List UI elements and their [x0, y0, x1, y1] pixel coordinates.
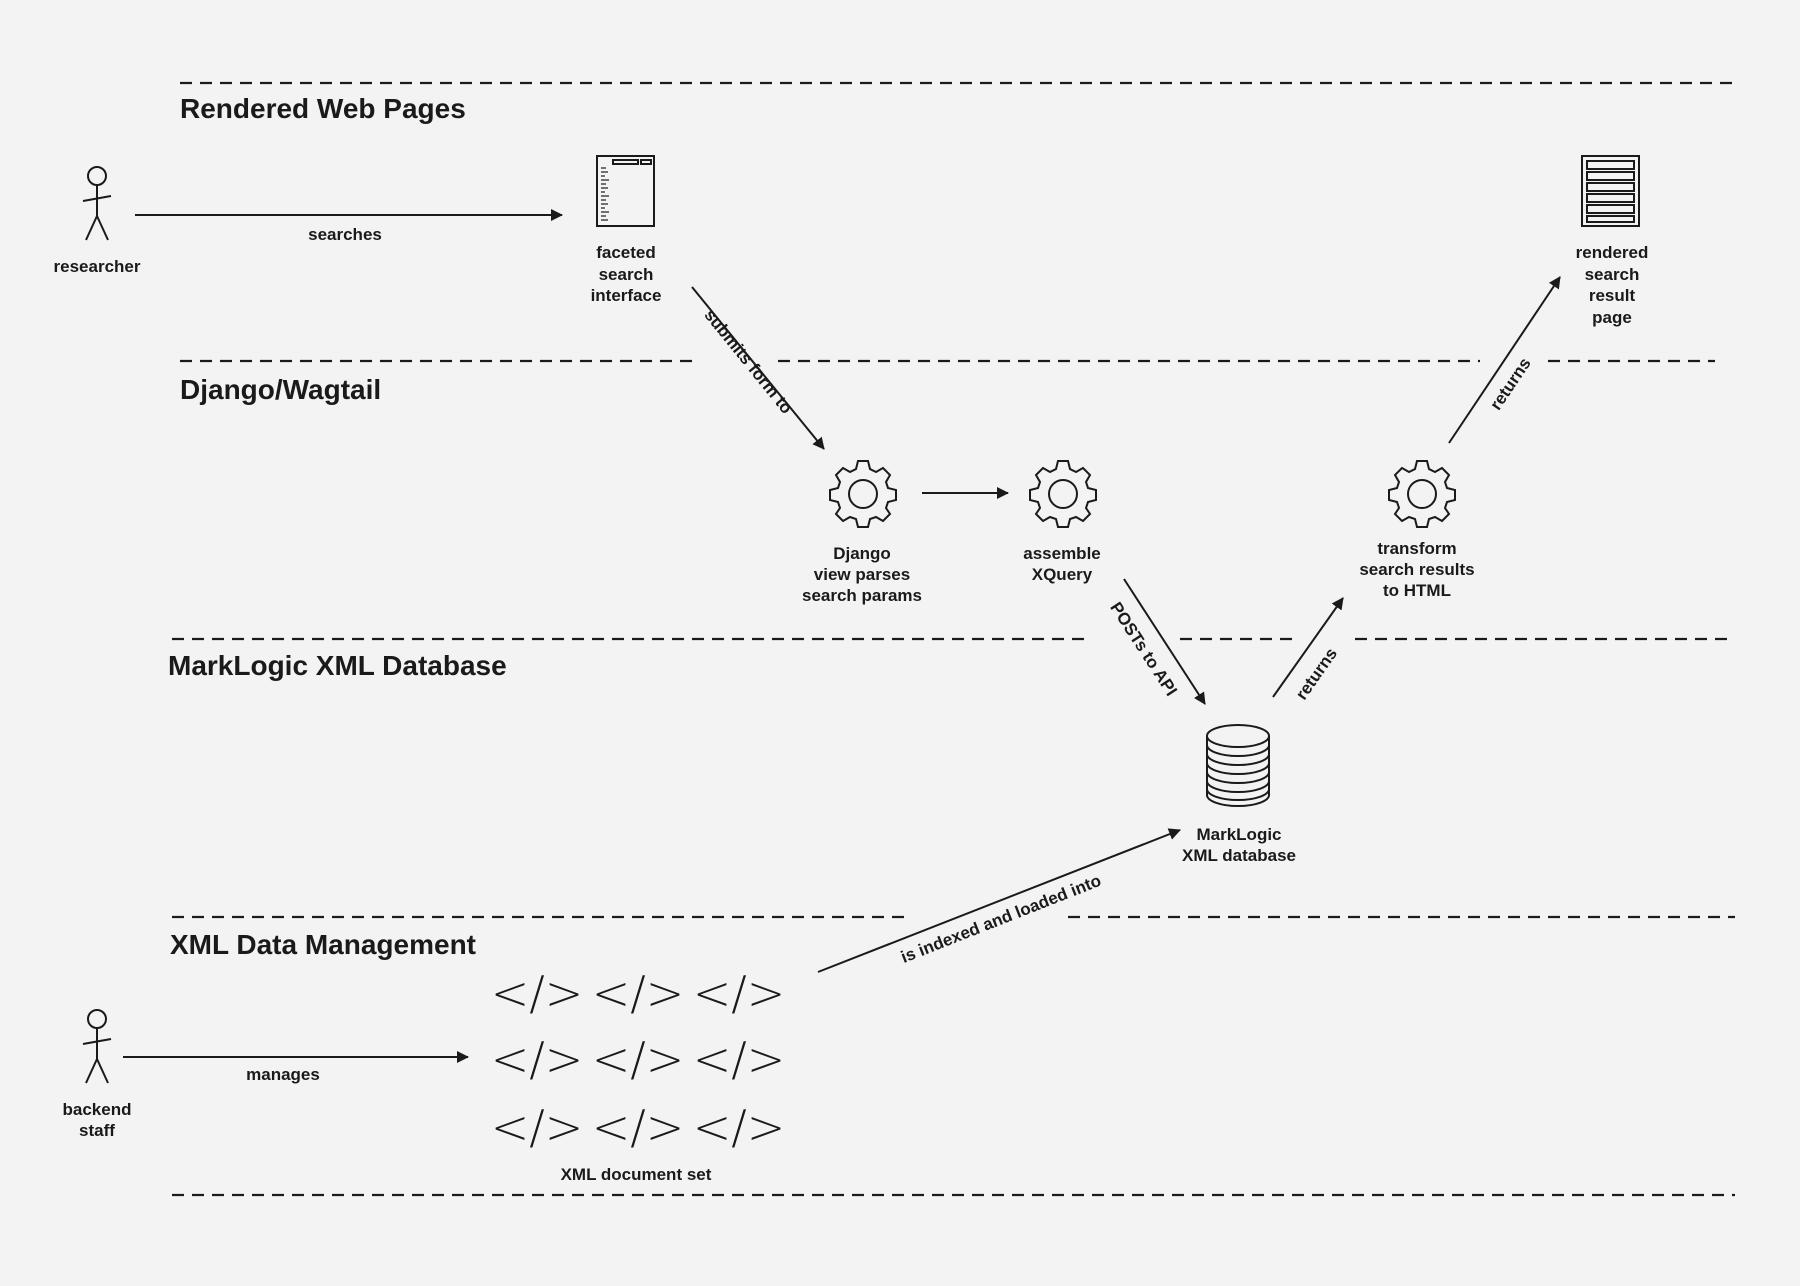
django-view-label-3: search params — [802, 586, 922, 605]
django-view-label-2: view parses — [814, 565, 910, 584]
rendered-result-label-1: rendered — [1576, 243, 1649, 262]
person-icon — [82, 166, 112, 241]
assemble-xquery-label-2: XQuery — [1032, 565, 1093, 584]
svg-text:</>: </> — [592, 966, 685, 1020]
transform-label-3: to HTML — [1383, 581, 1451, 600]
lane-title-django-wagtail: Django/Wagtail — [180, 374, 381, 405]
svg-text:</>: </> — [491, 1100, 584, 1154]
django-view-label-1: Django — [833, 544, 891, 563]
edge-submits: submits form to — [691, 286, 825, 450]
researcher-node: researcher — [54, 166, 141, 276]
result-page-icon — [1581, 155, 1640, 227]
rendered-result-node: rendered search result page — [1576, 155, 1649, 327]
edge-label-returns-db: returns — [1292, 644, 1341, 703]
database-icon — [1206, 724, 1270, 807]
lane-title-marklogic: MarkLogic XML Database — [168, 650, 507, 681]
search-page-icon — [596, 155, 655, 227]
xml-docs-label: XML document set — [561, 1165, 712, 1184]
transform-label-2: search results — [1359, 560, 1474, 579]
edge-label-returns-page: returns — [1486, 354, 1535, 413]
svg-text:</>: </> — [693, 1032, 786, 1086]
svg-text:</>: </> — [491, 966, 584, 1020]
edge-label-manages: manages — [246, 1065, 320, 1084]
svg-text:</>: </> — [693, 1100, 786, 1154]
edge-searches: searches — [135, 209, 563, 244]
gear-icon — [1029, 460, 1097, 528]
backend-staff-node: backend staff — [63, 1009, 132, 1140]
xml-docs-node: </> </> </> </> </> </> </> </> </> XML … — [491, 966, 786, 1184]
faceted-search-node: faceted search interface — [591, 155, 662, 305]
faceted-search-label-2: search — [599, 265, 654, 284]
gear-icon — [1388, 460, 1456, 528]
lane-title-rendered-web-pages: Rendered Web Pages — [180, 93, 466, 124]
rendered-result-label-2: search — [1585, 265, 1640, 284]
marklogic-db-label-2: XML database — [1182, 846, 1296, 865]
assemble-xquery-node: assemble XQuery — [1023, 460, 1101, 584]
backend-staff-label-1: backend — [63, 1100, 132, 1119]
edge-returns-db: returns — [1272, 597, 1344, 703]
svg-text:</>: </> — [592, 1032, 685, 1086]
svg-text:</>: </> — [491, 1032, 584, 1086]
lane-title-xml-data-management: XML Data Management — [170, 929, 476, 960]
rendered-result-label-4: page — [1592, 308, 1632, 327]
edge-label-searches: searches — [308, 225, 382, 244]
xml-tag-icon: </> </> </> </> </> </> </> </> </> — [491, 966, 786, 1154]
marklogic-db-label-1: MarkLogic — [1196, 825, 1281, 844]
assemble-xquery-label-1: assemble — [1023, 544, 1101, 563]
edge-posts: POSTs to API — [1106, 578, 1206, 705]
person-icon — [82, 1009, 112, 1084]
transform-node: transform search results to HTML — [1359, 460, 1475, 600]
faceted-search-label-1: faceted — [596, 243, 656, 262]
researcher-label: researcher — [54, 257, 141, 276]
edge-indexed: is indexed and loaded into — [817, 828, 1181, 973]
gear-icon — [829, 460, 897, 528]
django-view-node: Django view parses search params — [802, 460, 922, 605]
transform-label-1: transform — [1377, 539, 1456, 558]
faceted-search-label-3: interface — [591, 286, 662, 305]
svg-text:</>: </> — [592, 1100, 685, 1154]
rendered-result-label-3: result — [1589, 286, 1636, 305]
edge-manages: manages — [123, 1051, 469, 1084]
backend-staff-label-2: staff — [79, 1121, 115, 1140]
lane-separators — [172, 81, 1735, 1197]
marklogic-db-node: MarkLogic XML database — [1182, 724, 1296, 865]
edge-label-indexed: is indexed and loaded into — [898, 871, 1104, 967]
svg-text:</>: </> — [693, 966, 786, 1020]
